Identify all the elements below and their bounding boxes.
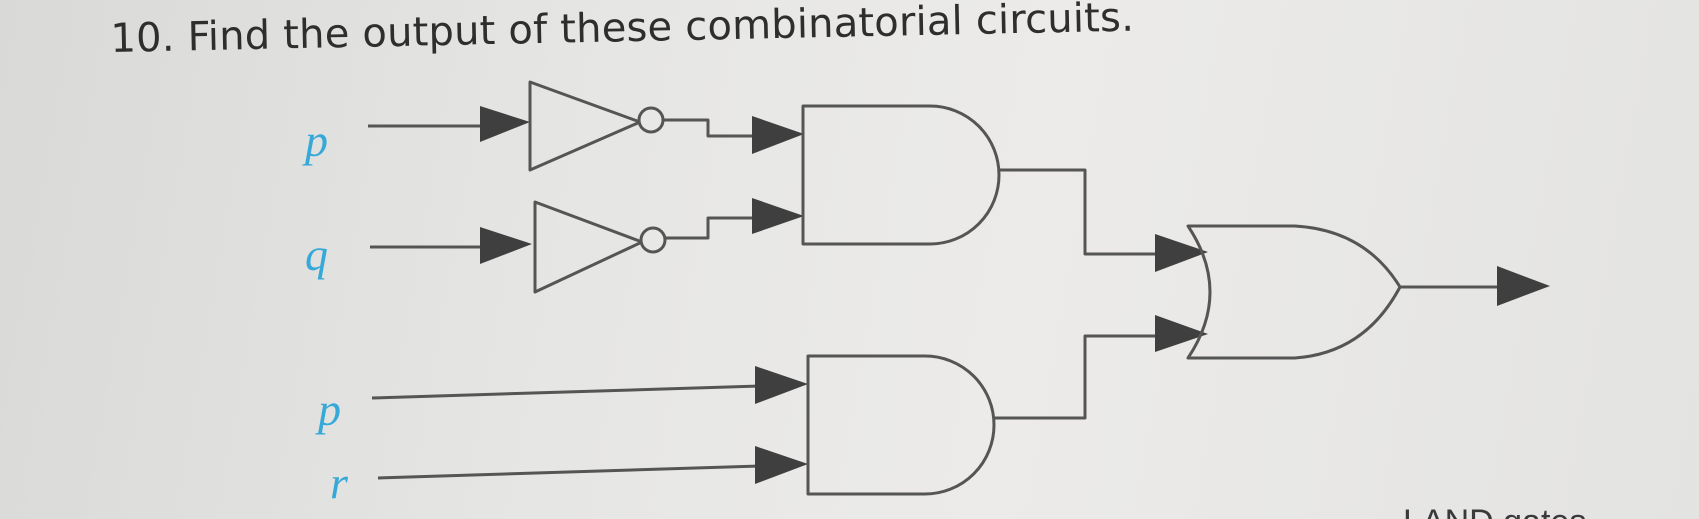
- input-label-p-bottom: p: [315, 384, 341, 435]
- inversion-bubble-p: [637, 106, 665, 134]
- input-label-r: r: [330, 457, 349, 508]
- and-gate-top: [801, 104, 1001, 246]
- and-gate-bottom: [806, 354, 996, 496]
- output-wire: [1400, 266, 1550, 306]
- wire-p-to-and2: [371, 366, 808, 404]
- wire-not-p-to-and1: [663, 116, 804, 154]
- footer-partial-text: LAND gates: [1403, 503, 1586, 519]
- wire-r-to-and2: [377, 446, 808, 484]
- input-label-p-top: p: [302, 115, 328, 166]
- wire-q-to-not: [370, 227, 532, 264]
- wire-and2-to-or: [994, 315, 1208, 420]
- wire-and1-to-or: [999, 168, 1208, 272]
- output-arrow: [1497, 266, 1550, 306]
- inversion-bubble-q: [639, 226, 667, 254]
- or-gate: [1186, 224, 1402, 360]
- not-gate-p: [528, 80, 665, 172]
- wire-p-to-not: [368, 106, 530, 142]
- wire-not-q-to-and1: [665, 198, 804, 240]
- input-label-q: q: [305, 229, 328, 280]
- not-gate-q: [533, 200, 667, 294]
